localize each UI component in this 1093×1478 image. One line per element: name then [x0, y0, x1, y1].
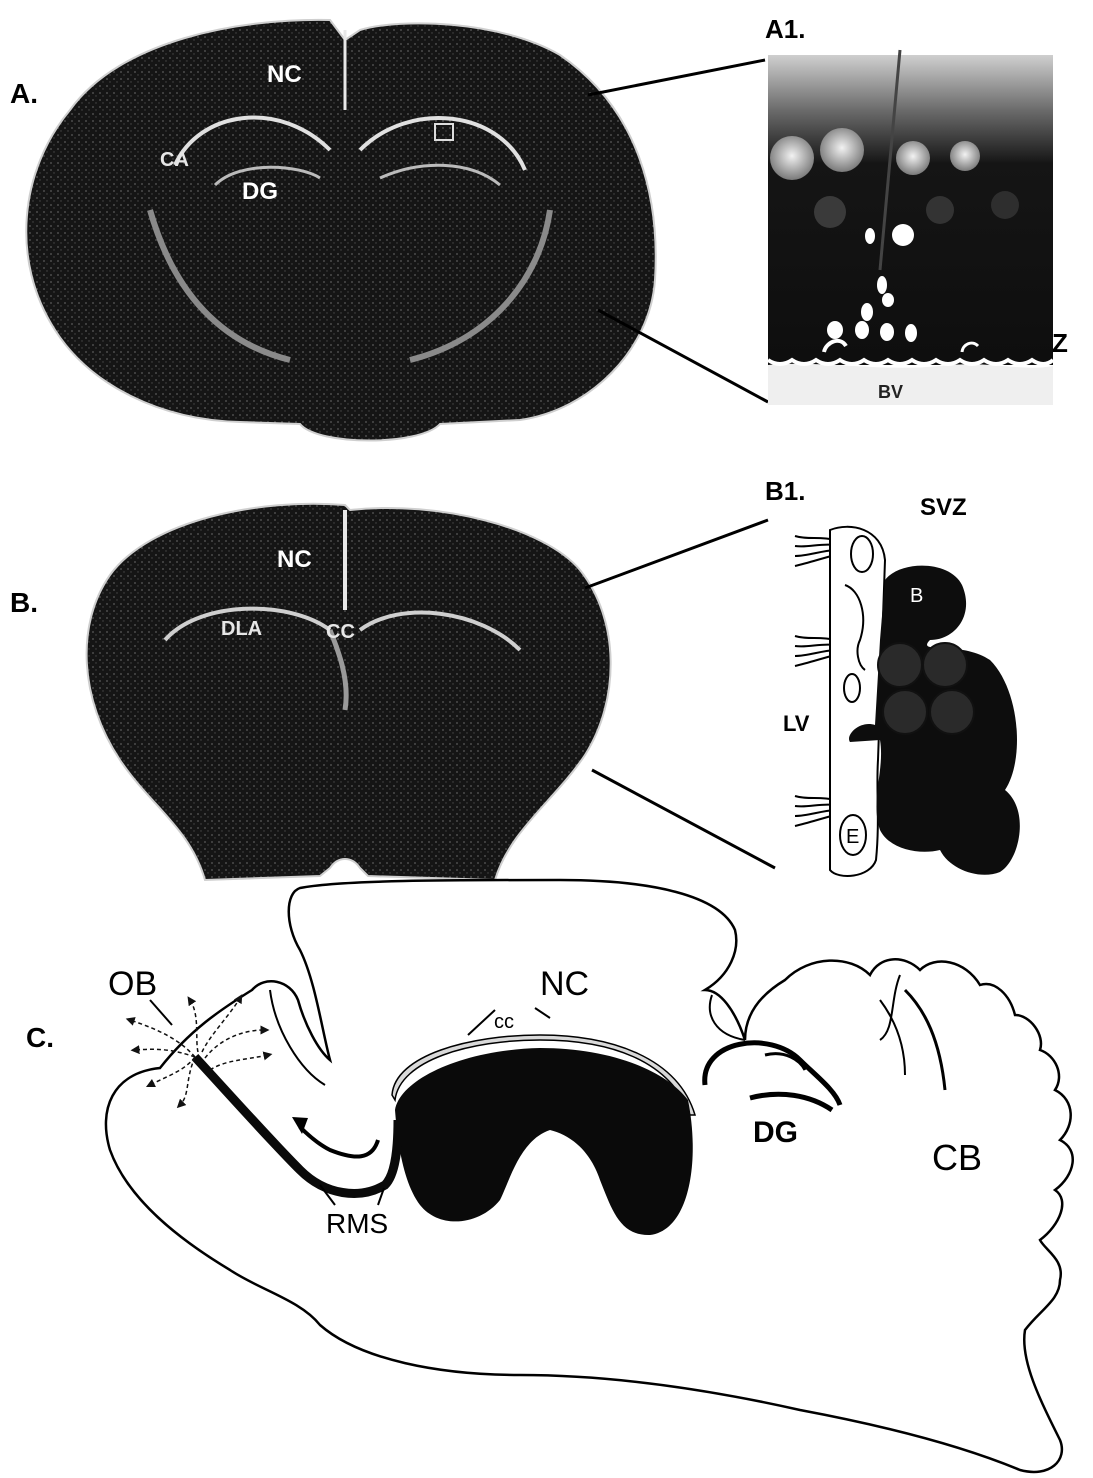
label-sgz-partial: Z	[1052, 328, 1068, 358]
label-ca-a: CA	[160, 149, 189, 171]
connector-b-top	[585, 520, 768, 588]
ob-leader-line	[150, 1000, 172, 1025]
faint-cell	[991, 191, 1019, 219]
label-dg-c: DG	[753, 1116, 798, 1149]
panel-a1: A1. Z BV	[765, 14, 1068, 405]
panel-a1-letter: A1.	[765, 14, 805, 44]
label-dg-a: DG	[242, 178, 278, 205]
label-nc-a: NC	[267, 61, 302, 88]
label-cell-e: E	[846, 826, 859, 848]
transit-amplifying-cell	[930, 690, 974, 734]
granule-cell	[820, 128, 864, 172]
panel-b1: B1. SVZ E B	[765, 476, 1020, 876]
label-cc-c: cc	[494, 1011, 514, 1033]
bright-cell	[827, 321, 843, 339]
label-rms: RMS	[326, 1208, 388, 1239]
panel-b-letter: B.	[10, 587, 38, 618]
panel-b1-letter: B1.	[765, 476, 805, 506]
label-cc-b: CC	[326, 621, 355, 643]
bright-cell	[880, 323, 894, 341]
bright-cell	[865, 228, 875, 244]
granule-cell	[896, 141, 930, 175]
bright-cell	[855, 321, 869, 339]
granule-cell	[950, 141, 980, 171]
transit-amplifying-cell	[878, 643, 922, 687]
granule-cell	[770, 136, 814, 180]
label-lv: LV	[783, 711, 810, 736]
bright-cell	[877, 276, 887, 294]
bright-cell	[892, 224, 914, 246]
bright-cell	[882, 293, 894, 307]
faint-cell	[814, 196, 846, 228]
transit-amplifying-cell	[923, 643, 967, 687]
label-nc-b: NC	[277, 546, 312, 573]
faint-cell	[926, 196, 954, 224]
connector-a-top	[588, 60, 765, 95]
transit-amplifying-cell	[883, 690, 927, 734]
label-bv: BV	[878, 382, 903, 402]
ependymal-nucleus	[844, 674, 860, 702]
label-ob: OB	[108, 965, 157, 1003]
bright-cell	[861, 303, 873, 321]
connector-b-bottom	[592, 770, 775, 868]
coronal-section-a	[26, 20, 655, 441]
label-svz: SVZ	[920, 494, 967, 521]
label-dla-b: DLA	[221, 618, 262, 640]
coronal-section-b	[87, 504, 611, 880]
label-cb-c: CB	[932, 1137, 982, 1178]
bright-cell	[905, 324, 917, 342]
label-cell-b: B	[910, 585, 923, 607]
panel-c-letter: C.	[26, 1022, 54, 1053]
panel-c: C.	[26, 880, 1073, 1472]
panel-a-letter: A.	[10, 78, 38, 109]
panel-a: A. NC CA DG	[10, 20, 768, 441]
ependymal-nucleus	[851, 536, 873, 572]
blood-vessel	[768, 364, 1053, 405]
panel-b: B. NC DLA CC	[10, 504, 775, 880]
label-nc-c: NC	[540, 965, 589, 1003]
sagittal-brain-outline	[106, 880, 1073, 1472]
